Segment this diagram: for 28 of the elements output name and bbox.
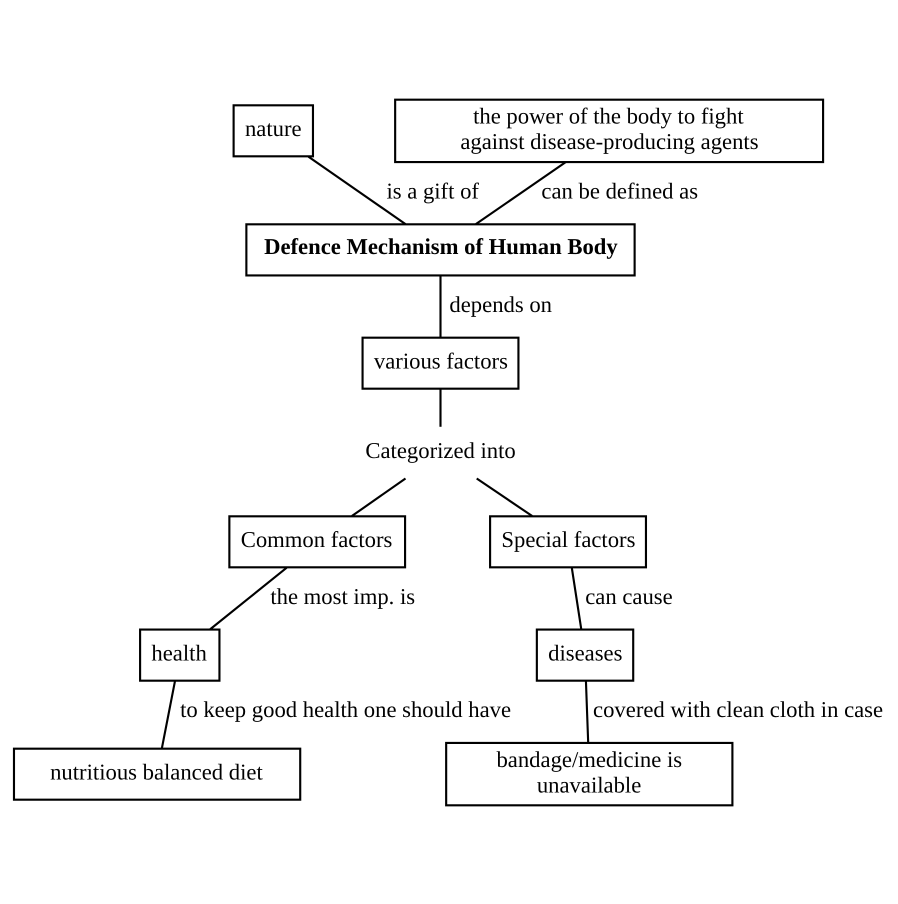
node-box: nutritious balanced diet (12, 747, 302, 800)
node-box: nature (232, 104, 314, 157)
edge-label: can be defined as (541, 178, 698, 204)
edge-label: is a gift of (386, 178, 479, 204)
connector (160, 680, 176, 748)
connector (475, 160, 566, 224)
connector (439, 275, 442, 337)
node-box: health (139, 628, 220, 682)
node-box: Special factors (489, 514, 648, 568)
connector (476, 477, 533, 516)
node-box: diseases (536, 628, 634, 682)
edge-label: the most imp. is (270, 583, 416, 608)
node-box: Common factors (228, 514, 406, 568)
node-box: bandage/medicine is unavailable (445, 741, 734, 806)
connector (584, 680, 590, 742)
node-text: Categorized into (365, 437, 516, 462)
edge-label: depends on (449, 291, 552, 316)
edge-label: can cause (585, 583, 673, 608)
node-box: Defence Mechanism of Human Body (245, 222, 636, 276)
connector (351, 477, 406, 516)
connector (439, 388, 442, 426)
node-box: various factors (362, 336, 520, 390)
edge-label: to keep good health one should have (180, 696, 512, 722)
node-box: the power of the body to fight against disease-producing agents (394, 98, 824, 163)
connector (308, 155, 406, 224)
connector (570, 567, 582, 629)
edge-label: covered with clean cloth in case (593, 696, 884, 722)
connector (210, 566, 288, 630)
